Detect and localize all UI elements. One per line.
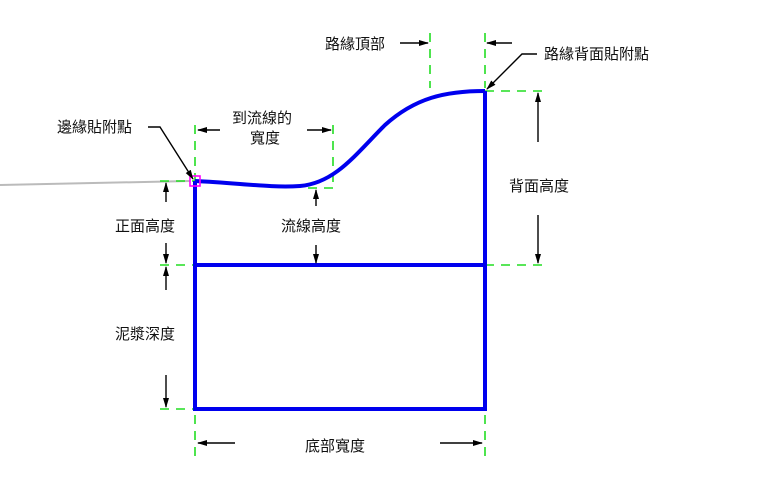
front-height-label: 正面高度	[115, 217, 175, 235]
existing-surface-line	[0, 180, 191, 186]
curb-top-label: 路緣頂部	[325, 35, 385, 53]
flowline-height-label: 流線高度	[281, 217, 341, 235]
bottom-width-label: 底部寬度	[305, 437, 365, 455]
edge-attach-marker	[189, 175, 201, 187]
back-height-label: 背面高度	[509, 177, 569, 195]
slurry-depth-label: 泥漿深度	[115, 325, 175, 343]
width-to-flowline-label-line2: 寬度	[250, 129, 280, 147]
curb-profile	[193, 89, 487, 411]
edge-attach-point-label: 邊緣貼附點	[57, 118, 132, 136]
green-guide-lines	[160, 33, 548, 456]
dimension-arrows	[148, 40, 541, 446]
width-to-flowline-label-line1: 到流線的	[232, 109, 292, 127]
curb-back-attach-point-label: 路緣背面貼附點	[544, 45, 649, 63]
